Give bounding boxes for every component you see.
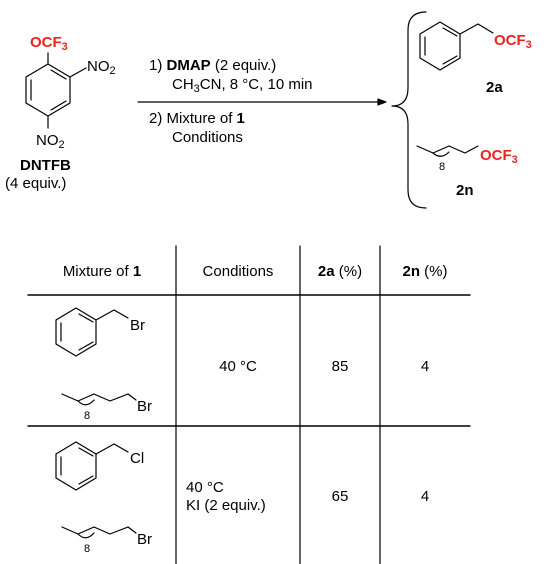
table-header-mixture: Mixture of 1 [62, 263, 142, 280]
condition-solvent: CH3CN, 8 °C, 10 min [172, 76, 313, 95]
reagent-nitro-top: NO2 [87, 58, 116, 77]
reagent-name: DNTFB [20, 157, 71, 174]
row2-yield-2a: 65 [331, 488, 349, 505]
table-header-2n: 2n (%) [402, 263, 448, 280]
condition-step-2-detail: Conditions [172, 129, 243, 146]
row1-yield-2n: 4 [420, 358, 430, 375]
product-2n-ocf3-label: OCF3 [480, 147, 518, 166]
row1-halide-2: Br [137, 398, 152, 415]
product-2n-chain-sub: 8 [439, 161, 446, 173]
table-header-2a: 2a (%) [317, 263, 363, 280]
product-2a-label: 2a [486, 79, 503, 96]
product-2n-label: 2n [456, 182, 474, 199]
row2-chain-sub: 8 [84, 543, 91, 555]
reaction-arrow [137, 98, 387, 106]
condition-step-2: 2) Mixture of 1 [149, 110, 245, 127]
row1-halide-1: Br [130, 317, 145, 334]
product-2a-ocf3-label: OCF3 [494, 32, 532, 51]
products-brace [391, 11, 427, 209]
row2-conditions-line1: 40 °C [186, 479, 224, 496]
row2-conditions-line2: KI (2 equiv.) [186, 497, 266, 514]
reagent-amount: (4 equiv.) [5, 175, 67, 192]
reagent-ocf3-label: OCF3 [30, 34, 68, 53]
row1-conditions: 40 °C [219, 358, 257, 375]
row2-yield-2n: 4 [420, 488, 430, 505]
condition-step-1: 1) DMAP (2 equiv.) [149, 57, 277, 74]
row1-yield-2a: 85 [331, 358, 349, 375]
row1-chain-sub: 8 [84, 410, 91, 422]
table-header-conditions: Conditions [202, 263, 274, 280]
product-2a-structure [419, 21, 494, 71]
reagent-nitro-bottom: NO2 [36, 132, 65, 151]
row2-halide-1: Cl [130, 450, 145, 467]
dntfb-nitro-bond [47, 115, 49, 129]
product-2n-structure [416, 145, 479, 157]
row2-halide-2: Br [137, 531, 152, 548]
